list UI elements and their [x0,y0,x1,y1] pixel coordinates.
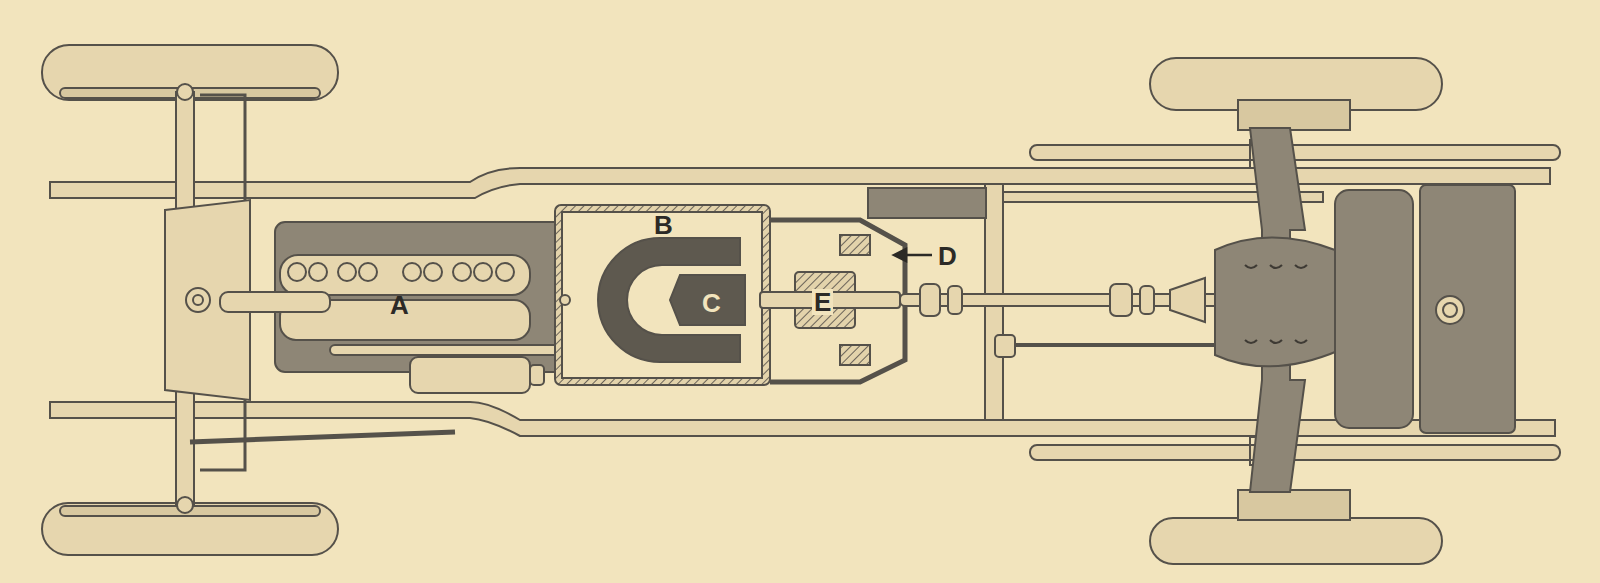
tank [1335,190,1413,428]
front-wheel [42,45,338,100]
part-label: C [700,290,723,316]
muffler [410,357,530,393]
magnet-housing [555,205,770,385]
leader-arrow [894,249,932,261]
frame-rail [50,402,1555,436]
part-label: E [812,289,833,315]
rear-wheel [1150,518,1442,564]
tank [1420,185,1515,433]
part-label: A [388,292,411,318]
armature [670,275,745,325]
part-label: B [652,212,675,238]
frame-rail [50,168,1550,198]
differential [1215,238,1340,367]
part-label: D [936,243,959,269]
